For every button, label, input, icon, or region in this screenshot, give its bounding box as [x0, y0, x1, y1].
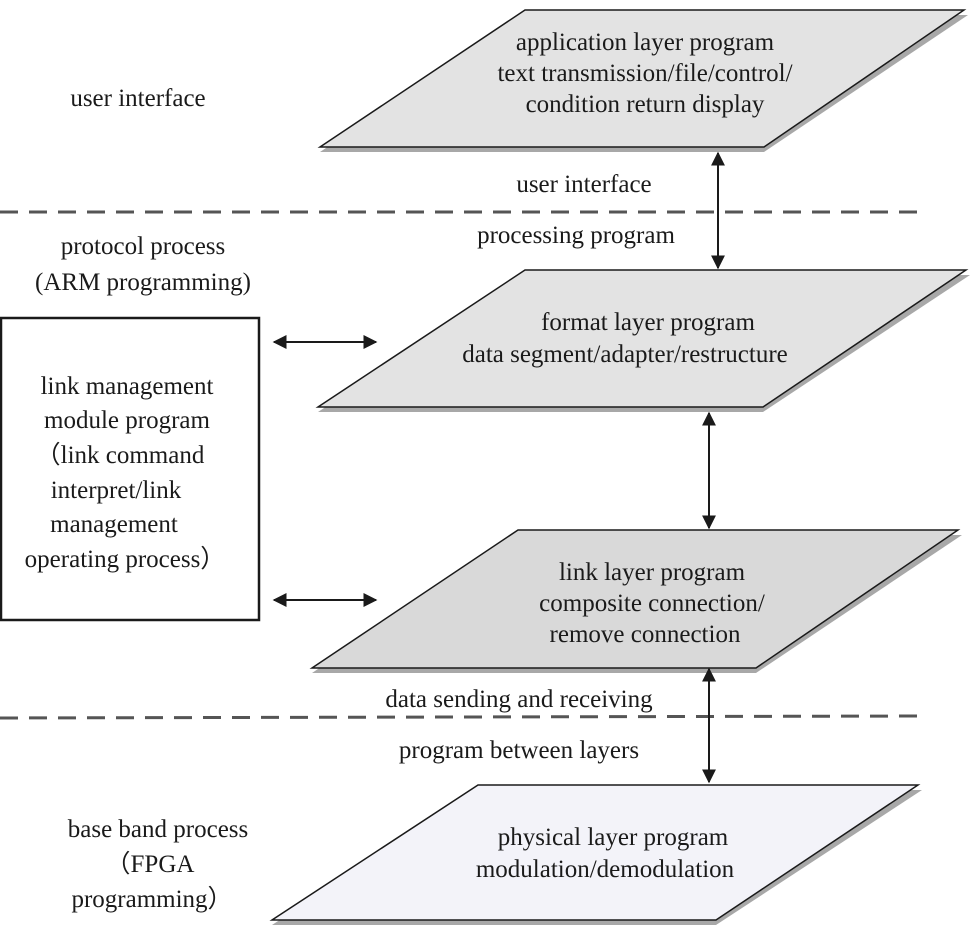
application-layer-line-1: application layer program	[516, 29, 775, 56]
application-layer-line-2: text transmission/file/control/	[497, 60, 792, 87]
application-layer-line-3: condition return display	[526, 91, 765, 118]
boundary-label-user-interface: user interface	[516, 171, 651, 198]
link-management-line-3: （link command	[36, 441, 205, 469]
format-layer-line-2: data segment/adapter/restructure	[462, 341, 788, 368]
link-layer-plane: link layer program composite connection/…	[309, 529, 962, 673]
format-layer-plane: format layer program data segment/adapte…	[315, 269, 970, 412]
boundary-label-processing-program: processing program	[477, 222, 675, 249]
format-layer-line-1: format layer program	[541, 309, 755, 336]
side-label-protocol-process-line-1: protocol process	[61, 233, 226, 260]
link-layer-line-2: composite connection/	[539, 590, 765, 617]
side-label-base-band-line-1: base band process	[68, 816, 249, 843]
link-management-line-4: interpret/link	[51, 477, 182, 504]
boundary-label-data-sending: data sending and receiving	[385, 686, 653, 713]
link-management-line-2: module program	[44, 407, 210, 434]
side-label-user-interface: user interface	[70, 85, 205, 112]
physical-layer-line-2: modulation/demodulation	[476, 856, 735, 883]
link-layer-line-3: remove connection	[550, 621, 741, 648]
link-management-line-1: link management	[41, 373, 214, 400]
side-label-base-band-line-3: programming）	[71, 885, 232, 913]
physical-layer-line-1: physical layer program	[498, 824, 729, 851]
physical-layer-plane: physical layer program modulation/demodu…	[269, 784, 922, 925]
link-management-box: link management module program （link com…	[0, 316, 261, 622]
application-layer-plane: application layer program text transmiss…	[317, 9, 968, 152]
link-management-line-5: management	[50, 511, 178, 538]
boundary-label-program-between-layers: program between layers	[399, 737, 639, 764]
lower-dashed-separator	[0, 714, 926, 720]
side-label-protocol-process-line-2: (ARM programming)	[35, 269, 251, 296]
link-management-line-6: operating process）	[25, 545, 226, 573]
side-label-base-band-line-2: （FPGA	[106, 850, 195, 878]
link-layer-line-1: link layer program	[559, 559, 746, 586]
